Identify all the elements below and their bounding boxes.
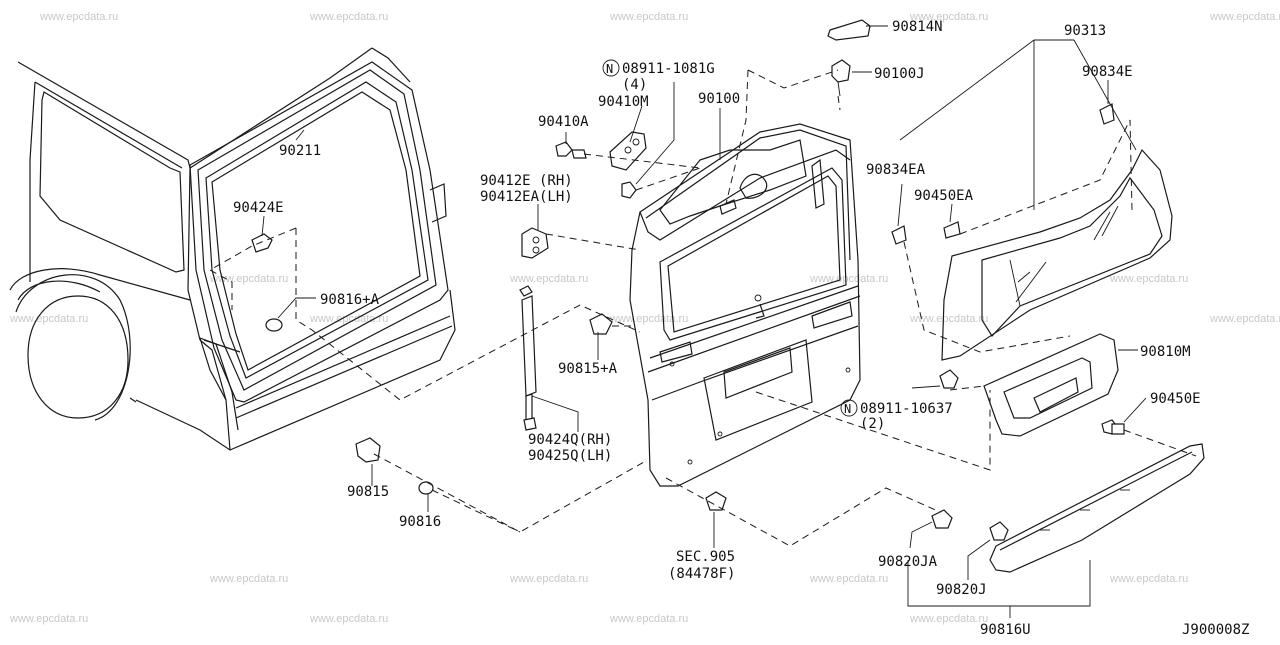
n-symbol-icon [840, 399, 858, 417]
callout-90100J: 90100J [874, 66, 925, 82]
callout-90100: 90100 [698, 91, 740, 107]
callout-sec905-ref: (84478F) [668, 566, 735, 582]
grommet-icon [265, 318, 283, 332]
callout-90211: 90211 [279, 143, 321, 159]
watermark: www.epcdata.ru [9, 613, 88, 625]
bumper-step-drawing [989, 443, 1205, 573]
van-body-drawing [9, 47, 456, 451]
callout-90450E: 90450E [1150, 391, 1201, 407]
watermark: www.epcdata.ru [609, 11, 688, 23]
callout-90313: 90313 [1064, 23, 1106, 39]
nut-icon [939, 369, 959, 389]
bolt-icon [555, 141, 573, 157]
high-mount-lamp-icon [827, 19, 871, 41]
watermark: www.epcdata.ru [909, 11, 988, 23]
clip-icon [831, 59, 851, 83]
stopper-icon [589, 313, 613, 335]
callout-08911-1081G: 08911-1081G [622, 61, 715, 77]
watermarks: www.epcdata.ru www.epcdata.ru www.epcdat… [9, 11, 1280, 625]
callout-sec905: SEC.905 [676, 549, 735, 565]
nut-icon [621, 181, 637, 199]
clip-icon [931, 509, 953, 529]
watermark: www.epcdata.ru [509, 573, 588, 585]
watermark: www.epcdata.ru [609, 313, 688, 325]
watermark: www.epcdata.ru [1209, 313, 1280, 325]
callout-90814N: 90814N [892, 19, 943, 35]
gas-stay-cylinder-icon [521, 295, 537, 397]
leader-lines [261, 25, 1147, 618]
watermark: www.epcdata.ru [209, 273, 288, 285]
callout-90816U: 90816U [980, 622, 1031, 638]
callout-90450EA: 90450EA [914, 188, 974, 204]
callout-08911-1081G-qty: (4) [622, 77, 647, 93]
callout-90424E: 90424E [233, 200, 284, 216]
watermark: www.epcdata.ru [209, 573, 288, 585]
watermark: www.epcdata.ru [809, 573, 888, 585]
callout-labels: 90211 90424E 90816+A 90815 90816 N 08911… [233, 19, 1249, 638]
bumper-rubber-icon [251, 233, 273, 253]
watermark: www.epcdata.ru [9, 313, 88, 325]
watermark: www.epcdata.ru [909, 313, 988, 325]
assembly-lines [208, 69, 1197, 547]
grommet-icon [418, 481, 434, 495]
callout-90815A: 90815+A [558, 361, 618, 377]
small-parts [251, 19, 1125, 541]
clip-icon [989, 521, 1009, 541]
callout-90412EA: 90412EA(LH) [480, 189, 573, 205]
rear-glass-drawing [941, 148, 1173, 361]
back-door-drawing [629, 123, 861, 487]
callout-08911-10637: 08911-10637 [860, 401, 953, 417]
watermark: www.epcdata.ru [1109, 273, 1188, 285]
gas-stay-rod-icon [525, 393, 533, 423]
callout-90834E: 90834E [1082, 64, 1133, 80]
watermark: www.epcdata.ru [1109, 573, 1188, 585]
watermark: www.epcdata.ru [39, 11, 118, 23]
diagram-code: J900008Z [1182, 622, 1249, 638]
callout-90410M: 90410M [598, 94, 649, 110]
hinge-icon [609, 131, 647, 171]
stopper-icon [355, 437, 381, 463]
seal-icon [1099, 103, 1115, 125]
watermark: www.epcdata.ru [909, 613, 988, 625]
callout-90424Q: 90424Q(RH) [528, 432, 612, 448]
watermark: www.epcdata.ru [509, 273, 588, 285]
watermark: www.epcdata.ru [309, 11, 388, 23]
lamp-socket-icon [705, 491, 727, 511]
n-symbol-icon [602, 59, 620, 77]
watermark: www.epcdata.ru [309, 613, 388, 625]
pad-icon [943, 221, 961, 239]
watermark: www.epcdata.ru [1209, 11, 1280, 23]
callout-90820J: 90820J [936, 582, 987, 598]
callout-90810M: 90810M [1140, 344, 1191, 360]
n-symbol: N [844, 402, 851, 416]
callout-90820JA: 90820JA [878, 554, 938, 570]
callout-90816A: 90816+A [320, 292, 380, 308]
callout-90834EA: 90834EA [866, 162, 926, 178]
callout-90410A: 90410A [538, 114, 589, 130]
n-symbol: N [606, 62, 613, 76]
license-finisher-drawing [983, 333, 1119, 437]
gas-stay-top-icon [519, 285, 533, 297]
callout-90816: 90816 [399, 514, 441, 530]
watermark: www.epcdata.ru [809, 273, 888, 285]
watermark: www.epcdata.ru [609, 613, 688, 625]
seal-icon [891, 225, 907, 245]
callout-08911-10637-qty: (2) [860, 416, 885, 432]
callout-90815: 90815 [347, 484, 389, 500]
callout-90412E: 90412E (RH) [480, 173, 573, 189]
callout-90425Q: 90425Q(LH) [528, 448, 612, 464]
